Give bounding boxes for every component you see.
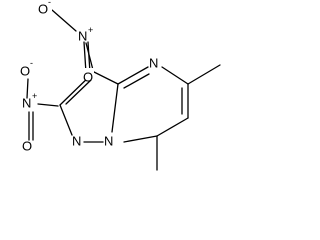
- atom-o-nitro-top-single: O: [38, 1, 48, 16]
- atom-o-nitro-top-double: O: [83, 69, 93, 84]
- bond-c7-n7a: [123, 135, 158, 143]
- label-mask: [36, 2, 52, 18]
- bond-lines: [26, 9, 221, 171]
- bond-n-o-top-2: [87, 41, 91, 74]
- atom-o-nitro-left-single: O: [20, 63, 30, 78]
- atom-labels: O - N + O - N + O N N N: [20, 0, 158, 153]
- atom-n-nitro-left: N: [22, 95, 31, 110]
- atom-n-nitro-top: N: [78, 28, 87, 43]
- structure-canvas: O - N + O - N + O N N N O: [20, 0, 221, 171]
- bond-c3-c3a: [93, 71, 119, 85]
- bond-o-n-top: [51, 9, 77, 32]
- atom-n-ring-bridge: N: [104, 133, 113, 148]
- bond-n4-c5: [161, 66, 189, 85]
- bond-c3a-n4: [117, 66, 149, 85]
- charge-plus-top: +: [88, 25, 93, 35]
- bond-c3a-n4-inner: [123, 73, 150, 89]
- charge-plus-left: +: [32, 91, 37, 101]
- bond-c3-c2-inner: [65, 79, 92, 105]
- charge-minus-left: -: [30, 58, 33, 68]
- bond-c5-methyl: [187, 64, 221, 85]
- charge-minus-top: -: [48, 0, 51, 7]
- molecule-diagram: O - N + O - N + O N N N O: [20, 0, 221, 171]
- atom-n-ring-pyrazole: N: [72, 133, 81, 148]
- atom-n-ring-upper: N: [149, 55, 158, 70]
- bond-n7a-c3a: [111, 83, 119, 133]
- bond-c2-n1: [59, 104, 73, 136]
- bond-n-c2: [37, 103, 59, 107]
- bond-n-c3: [85, 42, 94, 71]
- atom-o-nitro-left-double: O: [22, 138, 32, 153]
- bond-n-o-top-1: [83, 41, 87, 74]
- bond-o-n-left: [26, 78, 29, 99]
- bond-c6-c7: [156, 117, 189, 137]
- label-mask: [80, 68, 94, 80]
